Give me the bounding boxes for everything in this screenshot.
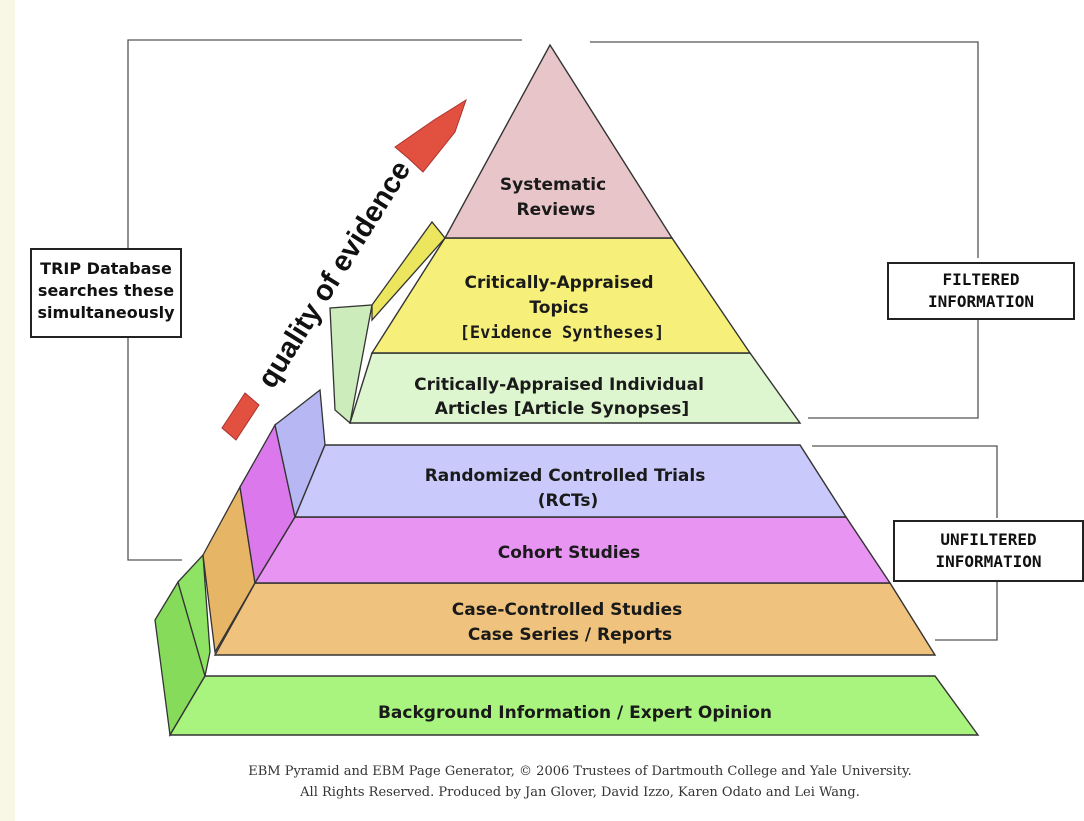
label-systematic-reviews: Systematic Reviews bbox=[500, 175, 612, 220]
copyright-caption-line-2: All Rights Reserved. Produced by Jan Glo… bbox=[300, 785, 860, 800]
label-case-controlled: Case-Controlled Studies Case Series / Re… bbox=[452, 600, 688, 645]
filtered-line-2: INFORMATION bbox=[928, 292, 1034, 311]
level-rcts bbox=[293, 444, 848, 518]
unfiltered-bracket-bottom bbox=[935, 582, 998, 641]
label-critically-appraised-articles: Critically-Appraised Individual Articles… bbox=[414, 375, 710, 419]
articles-line-1: Critically-Appraised Individual bbox=[414, 375, 704, 395]
unfiltered-information-box: UNFILTERED INFORMATION bbox=[893, 520, 1084, 582]
systematic-reviews-line-2: Reviews bbox=[517, 200, 596, 220]
label-cohort-studies: Cohort Studies bbox=[498, 543, 640, 563]
unfiltered-bracket-top bbox=[812, 445, 998, 518]
trip-line-1: TRIP Database bbox=[40, 259, 172, 278]
background-line-1: Background Information / Expert Opinion bbox=[378, 703, 772, 723]
trip-line-2: searches these bbox=[37, 281, 175, 300]
trip-line-3: simultaneously bbox=[37, 303, 175, 322]
case-line-1: Case-Controlled Studies bbox=[452, 600, 683, 620]
level-systematic-reviews bbox=[443, 43, 674, 239]
filtered-line-1: FILTERED bbox=[942, 270, 1020, 289]
unfiltered-line-1: UNFILTERED bbox=[940, 530, 1037, 549]
label-critically-appraised-topics: Critically-Appraised Topics [Evidence Sy… bbox=[460, 273, 665, 343]
level-labels: Systematic Reviews Critically-Appraised … bbox=[378, 175, 772, 723]
topics-line-2: Topics bbox=[529, 298, 588, 318]
unfiltered-line-2: INFORMATION bbox=[935, 552, 1042, 571]
copyright-caption-line-1: EBM Pyramid and EBM Page Generator, © 20… bbox=[248, 764, 912, 779]
topics-line-1: Critically-Appraised bbox=[465, 273, 654, 293]
topics-line-3: [Evidence Syntheses] bbox=[460, 323, 665, 343]
systematic-reviews-line-1: Systematic bbox=[500, 175, 606, 195]
rcts-line-1: Randomized Controlled Trials bbox=[425, 466, 706, 486]
side-face-case-strip bbox=[177, 553, 211, 677]
trip-database-box: TRIP Database searches these simultaneou… bbox=[30, 248, 182, 338]
label-background: Background Information / Expert Opinion bbox=[378, 703, 772, 723]
label-rcts: Randomized Controlled Trials (RCTs) bbox=[425, 466, 712, 511]
rcts-line-2: (RCTs) bbox=[538, 491, 599, 511]
quality-arrow-head bbox=[394, 98, 467, 173]
case-line-2: Case Series / Reports bbox=[468, 625, 672, 645]
level-background bbox=[168, 675, 980, 736]
cohort-line-1: Cohort Studies bbox=[498, 543, 640, 563]
filtered-bracket-bottom bbox=[808, 318, 979, 419]
pyramid-front-faces bbox=[168, 43, 980, 736]
filtered-information-box: FILTERED INFORMATION bbox=[887, 262, 1075, 320]
quality-arrow-shaft bbox=[221, 392, 260, 441]
filtered-bracket-top bbox=[590, 41, 979, 258]
articles-line-2: Articles [Article Synopses] bbox=[435, 399, 689, 419]
